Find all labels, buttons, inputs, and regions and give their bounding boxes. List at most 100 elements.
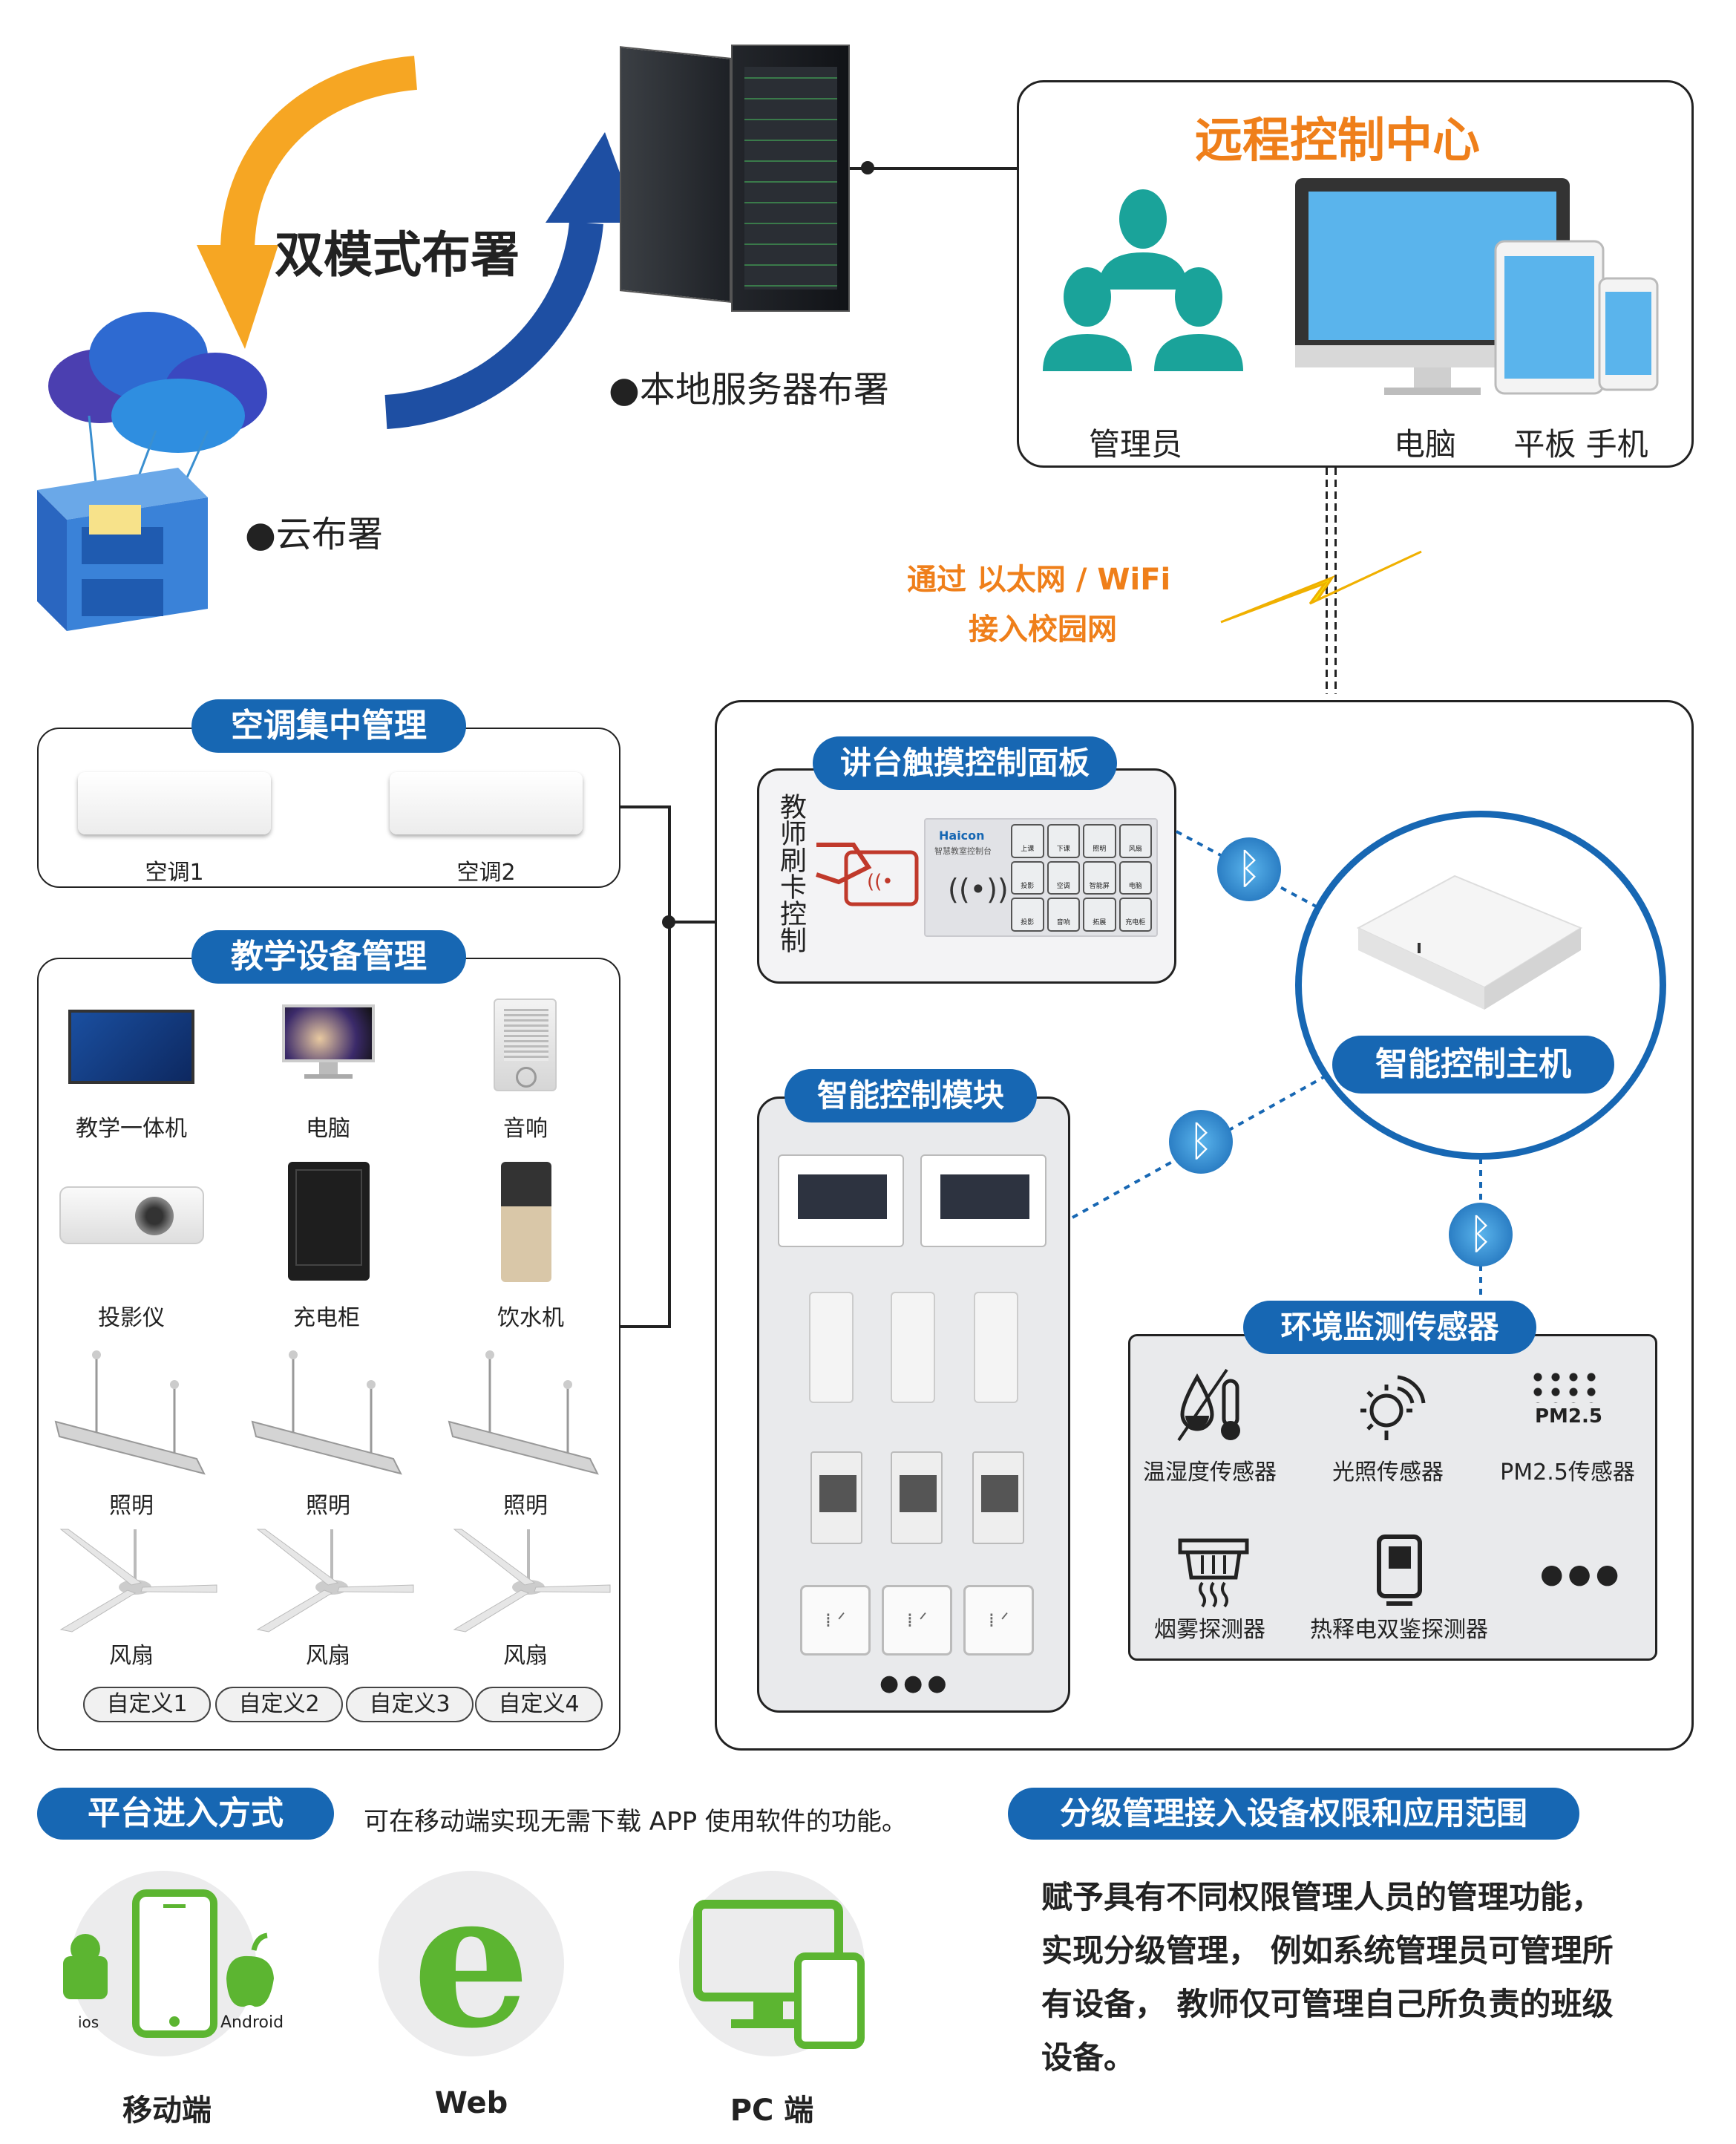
perm-line-3: 有设备， 教师仅可管理自己所负责的班级 xyxy=(1041,1986,1614,2022)
panel-key-8[interactable]: 电脑 xyxy=(1118,860,1152,895)
smoke-detector-icon xyxy=(1178,1538,1249,1608)
smart-board-icon xyxy=(68,1010,194,1084)
web-e-icon[interactable]: e xyxy=(412,1851,531,2069)
custom-tag-2[interactable]: 自定义2 xyxy=(215,1687,343,1722)
socket-3: ⁞ ᐟ xyxy=(963,1585,1034,1656)
driver-module-1 xyxy=(809,1292,854,1403)
ac-label-2: 空调2 xyxy=(456,860,516,886)
panel-key-4[interactable]: 风扇 xyxy=(1118,824,1152,858)
bluetooth-icon-3: ᛒ xyxy=(1449,1203,1513,1267)
env-title: 环境监测传感器 xyxy=(1243,1301,1536,1354)
teaching-connector xyxy=(620,1325,671,1328)
platform-label-web: Web xyxy=(434,2086,508,2120)
panel-key-11[interactable]: 拓展 xyxy=(1083,898,1116,932)
cloud-deploy-label: ●云布署 xyxy=(245,514,383,555)
env-label-2: PM2.5传感器 xyxy=(1500,1460,1635,1486)
env-more: ●●● xyxy=(1540,1559,1624,1589)
network-text-2: 接入校园网 xyxy=(969,612,1117,647)
panel-key-1[interactable]: 上课 xyxy=(1011,824,1044,858)
bracket-to-main xyxy=(668,921,716,924)
light-icon-3 xyxy=(448,1350,599,1475)
speaker-icon xyxy=(494,999,557,1091)
teaching-label-3: 投影仪 xyxy=(98,1305,165,1331)
relay-module-3 xyxy=(972,1451,1024,1544)
env-label-3: 烟雾探测器 xyxy=(1154,1617,1265,1643)
bracket-vertical xyxy=(668,805,671,1328)
panel-key-7[interactable]: 智能屏 xyxy=(1083,860,1116,895)
deploy-title: 双模式布署 xyxy=(275,226,520,284)
panel-key-12[interactable]: 充电柜 xyxy=(1118,898,1152,932)
tablet-phone-label: 平板 手机 xyxy=(1513,426,1648,463)
nfc-icon: ((•)) xyxy=(948,873,1009,906)
fan-icon-2 xyxy=(256,1529,414,1632)
panel-key-6[interactable]: 空调 xyxy=(1046,860,1080,895)
web-circle xyxy=(379,1871,564,2056)
platform-desc: 可在移动端实现无需下载 APP 使用软件的功能。 xyxy=(364,1807,907,1837)
projector-icon xyxy=(59,1186,204,1244)
ios-label: ios xyxy=(78,2013,99,2031)
local-deploy-label: ●本地服务器布署 xyxy=(609,369,889,411)
teaching-label-4: 充电柜 xyxy=(293,1305,360,1331)
pir-detector-icon xyxy=(1377,1535,1422,1606)
env-label-0: 温湿度传感器 xyxy=(1143,1460,1277,1486)
server-rack-icon xyxy=(620,45,850,312)
light-sensor-icon xyxy=(1360,1375,1426,1440)
water-dispenser-icon xyxy=(501,1162,551,1282)
ac-title: 空调集中管理 xyxy=(191,699,466,753)
perm-line-2: 实现分级管理， 例如系统管理员可管理所 xyxy=(1041,1932,1614,1969)
bluetooth-icon-1: ᛒ xyxy=(1217,837,1281,901)
custom-tag-1[interactable]: 自定义1 xyxy=(83,1687,211,1722)
server-connector-line xyxy=(850,167,1021,170)
ac-connector xyxy=(620,805,671,808)
computer-icon xyxy=(282,1004,375,1082)
distribution-box-1 xyxy=(778,1154,904,1247)
light-icon-2 xyxy=(251,1350,402,1475)
network-link-line-2 xyxy=(1334,468,1337,694)
cloud-cabinet-icon xyxy=(30,304,282,638)
driver-module-3 xyxy=(974,1292,1018,1403)
platform-label-pc: PC 端 xyxy=(730,2094,814,2128)
custom-tag-4[interactable]: 自定义4 xyxy=(475,1687,603,1722)
driver-module-2 xyxy=(891,1292,935,1403)
socket-1: ⁞ ᐟ xyxy=(800,1585,871,1656)
teaching-label-9: 风扇 xyxy=(109,1643,154,1669)
panel-key-grid: 上课 下课 照明 风扇 投影 空调 智能屏 电脑 投影 音响 拓展 充电柜 xyxy=(1011,824,1152,932)
mobile-phone-icon xyxy=(63,1889,274,2038)
platform-title: 平台进入方式 xyxy=(37,1788,334,1840)
perm-line-4: 设备。 xyxy=(1041,2039,1136,2076)
teaching-label-6: 照明 xyxy=(109,1493,154,1519)
distribution-box-2 xyxy=(920,1154,1046,1247)
relay-module-2 xyxy=(891,1451,943,1544)
ac-unit-2 xyxy=(390,772,583,834)
platform-label-mobile: 移动端 xyxy=(122,2094,212,2128)
smart-host-circle xyxy=(1295,811,1666,1160)
panel-key-9[interactable]: 投影 xyxy=(1011,898,1044,932)
remote-title: 远程控制中心 xyxy=(1195,114,1480,169)
custom-tag-3[interactable]: 自定义3 xyxy=(346,1687,474,1722)
panel-vertical-label: 教师刷卡控制 xyxy=(776,793,806,953)
perm-line-1: 赋予具有不同权限管理人员的管理功能， xyxy=(1041,1879,1603,1915)
perm-title: 分级管理接入设备权限和应用范围 xyxy=(1008,1788,1579,1840)
teaching-label-8: 照明 xyxy=(503,1493,548,1519)
panel-key-2[interactable]: 下课 xyxy=(1046,824,1080,858)
teaching-label-7: 照明 xyxy=(306,1493,350,1519)
teaching-label-11: 风扇 xyxy=(503,1643,548,1669)
panel-key-5[interactable]: 投影 xyxy=(1011,860,1044,895)
teaching-label-10: 风扇 xyxy=(306,1643,350,1669)
charging-cabinet-icon xyxy=(288,1162,370,1281)
admin-group-icon xyxy=(1043,189,1243,371)
android-label: Android xyxy=(220,2013,284,2032)
teaching-label-2: 音响 xyxy=(503,1116,548,1142)
module-title: 智能控制模块 xyxy=(785,1069,1037,1122)
relay-module-1 xyxy=(810,1451,862,1544)
tablet-phone-icon xyxy=(1494,240,1659,395)
pc-tablet-icon xyxy=(693,1900,865,2049)
smart-host-device-icon xyxy=(1343,861,1588,1010)
teaching-title: 教学设备管理 xyxy=(191,930,466,984)
bracket-dot xyxy=(662,915,675,929)
panel-key-10[interactable]: 音响 xyxy=(1046,898,1080,932)
pm25-icon: PM2.5 xyxy=(1529,1370,1603,1437)
card-swipe-icon: ((• xyxy=(816,843,919,906)
panel-key-3[interactable]: 照明 xyxy=(1083,824,1116,858)
